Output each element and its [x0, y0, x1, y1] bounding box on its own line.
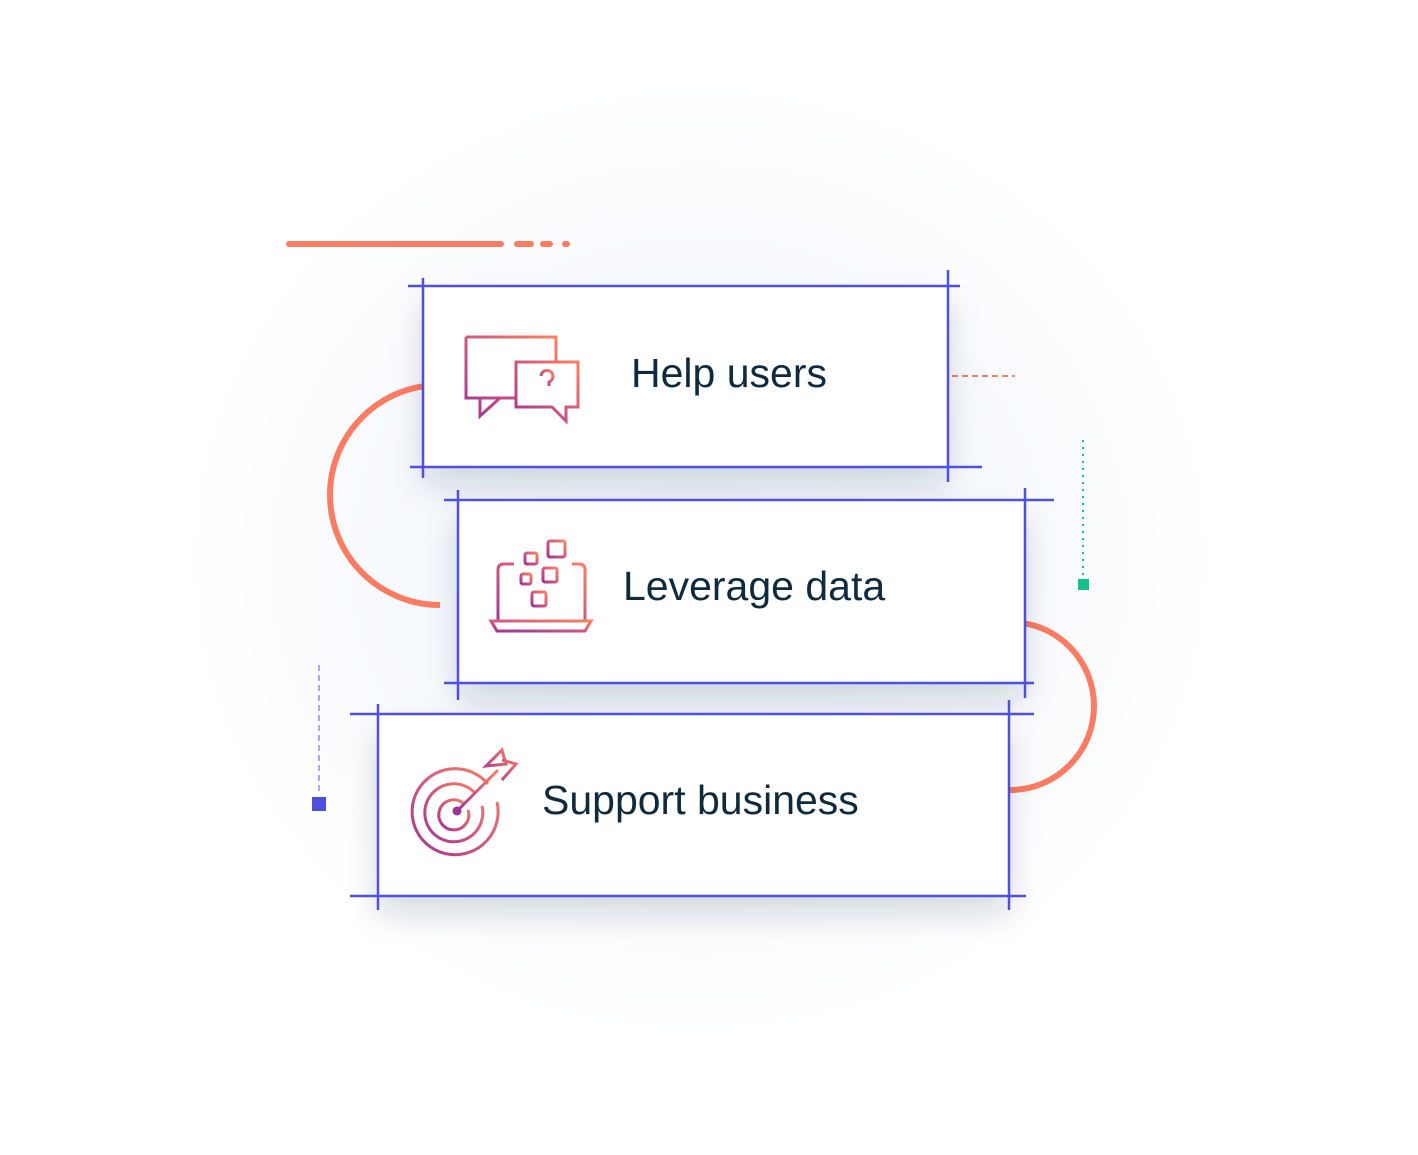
green-square	[1078, 579, 1089, 590]
card-label: Leverage data	[623, 563, 885, 609]
right-arc	[1009, 619, 1097, 793]
card-label: Help users	[631, 350, 827, 396]
target-center-dot	[452, 806, 462, 816]
card-leverage-data[interactable]: Leverage data	[444, 488, 1054, 700]
card-support-business[interactable]: Support business	[350, 700, 1034, 910]
card-label: Support business	[542, 777, 859, 823]
blue-square	[312, 797, 326, 811]
left-arc	[327, 382, 441, 608]
laptop-data-icon	[488, 539, 594, 633]
target-arrow-icon	[410, 747, 519, 857]
card-help-users[interactable]: Help users	[408, 270, 982, 482]
chat-question-icon	[464, 335, 580, 425]
